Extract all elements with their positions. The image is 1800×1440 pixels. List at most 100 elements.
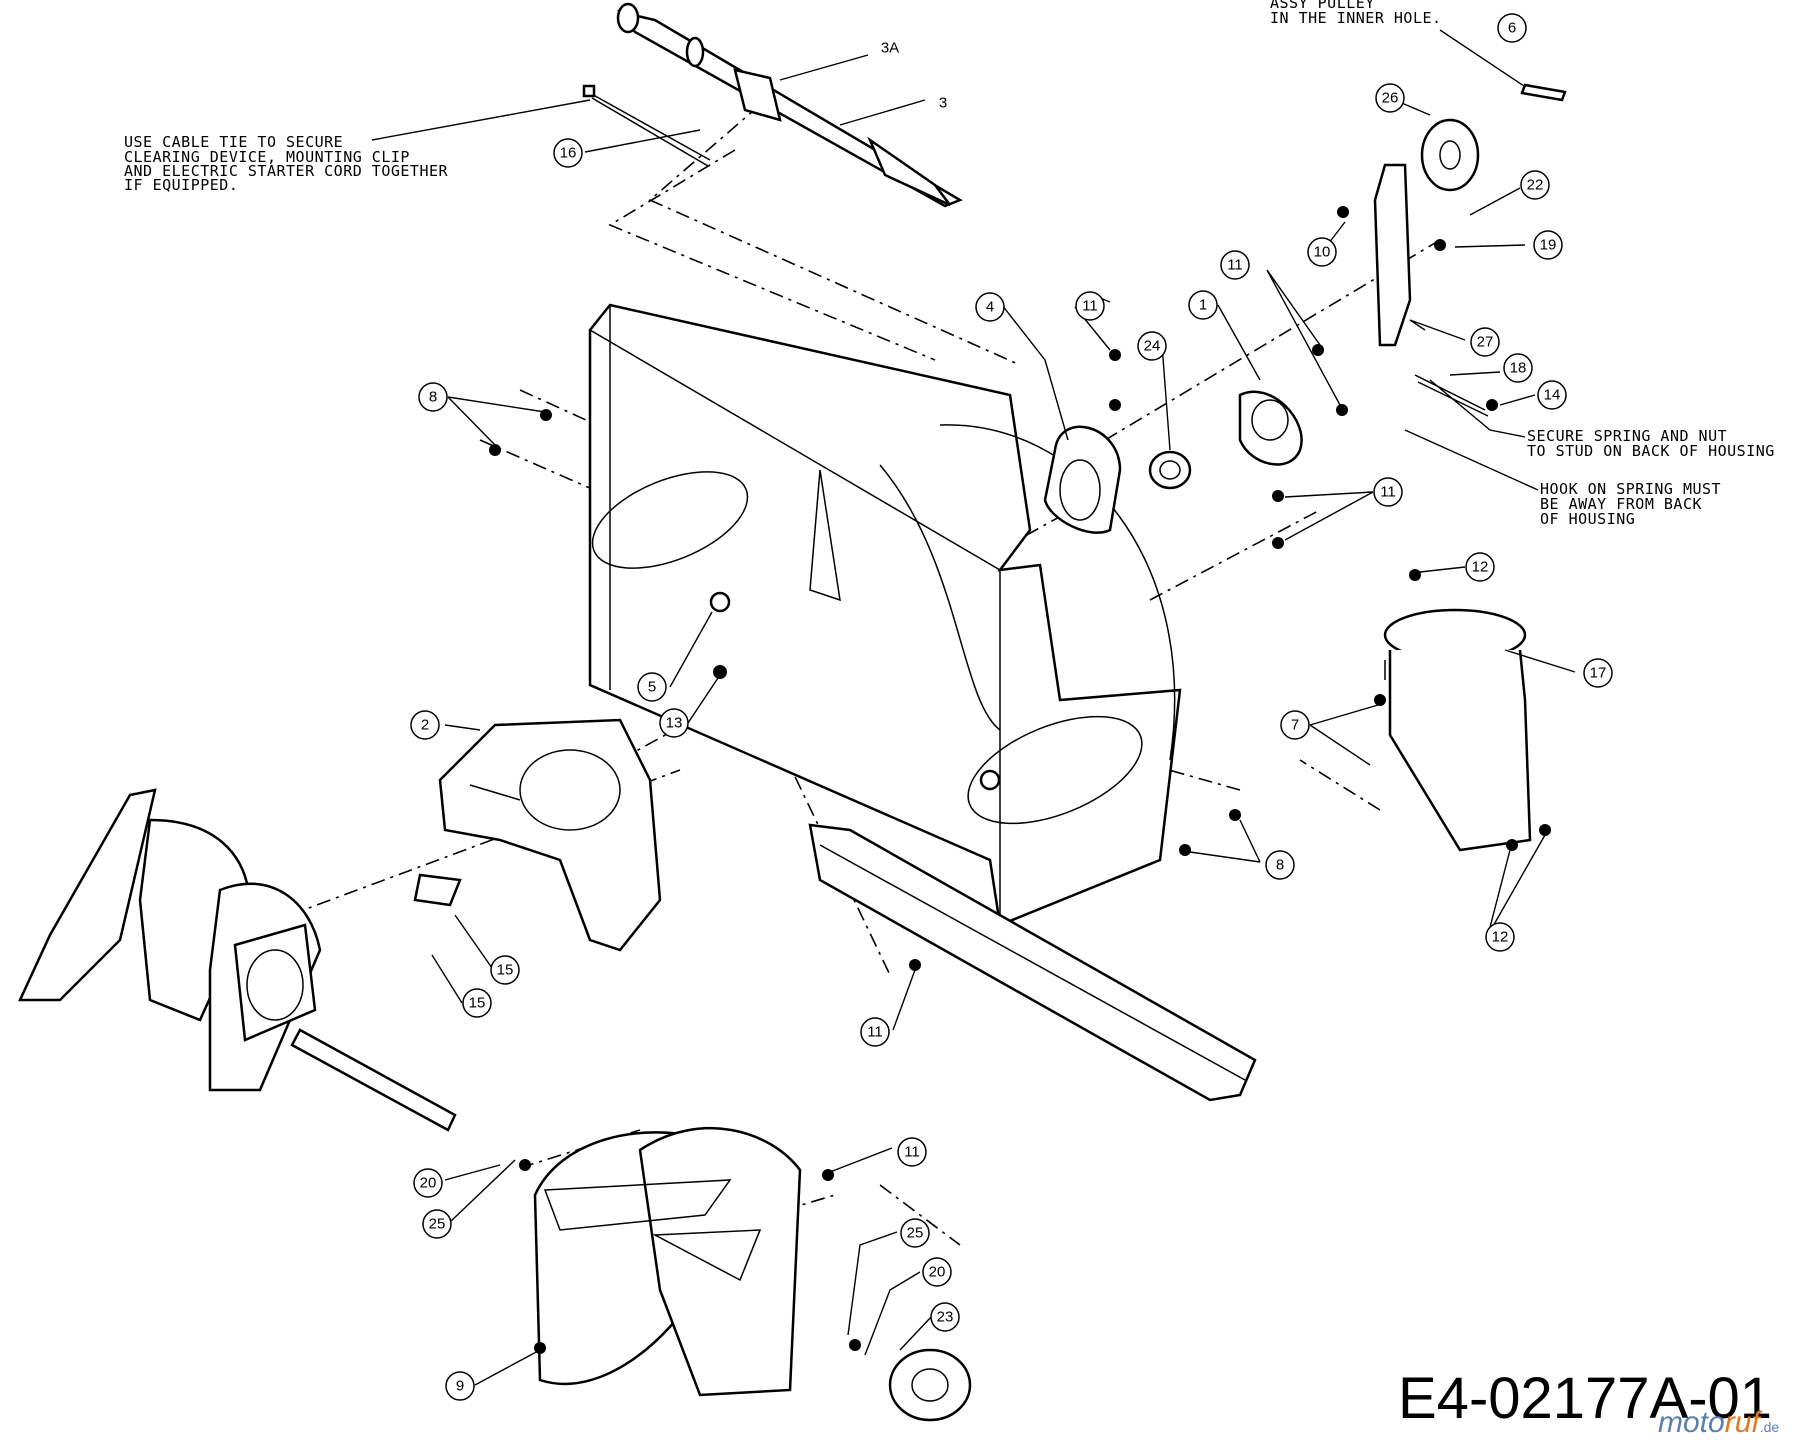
svg-text:12: 12	[1472, 559, 1489, 576]
svg-text:23: 23	[937, 1309, 954, 1326]
callout-7: 7	[1280, 710, 1310, 740]
svg-text:8: 8	[1276, 857, 1284, 874]
callout-3a: 3A	[881, 40, 899, 57]
clearing-tool	[616, 2, 963, 208]
cable-tie	[582, 84, 711, 167]
svg-text:16: 16	[560, 145, 577, 162]
svg-text:3A: 3A	[881, 40, 899, 57]
svg-text:SECURE SPRING AND NUT: SECURE SPRING AND NUT	[1527, 427, 1727, 445]
svg-text:11: 11	[1380, 484, 1396, 501]
svg-text:10: 10	[1314, 244, 1331, 261]
pulley-bracket	[1373, 118, 1480, 347]
callout-16: 16	[553, 138, 583, 168]
callout-12a: 12	[1465, 552, 1495, 582]
leader-lines	[431, 54, 1576, 1386]
callout-14: 14	[1537, 380, 1567, 410]
callout-20b: 20	[922, 1257, 952, 1287]
svg-text:CLEARING DEVICE, MOUNTING CLIP: CLEARING DEVICE, MOUNTING CLIP	[124, 148, 410, 166]
svg-text:OF HOUSING: OF HOUSING	[1540, 510, 1635, 528]
callout-9: 9	[445, 1371, 475, 1401]
callout-25a: 25	[422, 1209, 452, 1239]
auger-housing	[588, 303, 1182, 927]
scraper-bar	[808, 823, 1257, 1102]
gear-cap	[888, 1348, 972, 1422]
callout-6: 6	[1497, 13, 1527, 43]
callout-8a: 8	[418, 382, 448, 412]
svg-text:2: 2	[421, 717, 429, 734]
callout-11a: 11	[1075, 291, 1105, 321]
callout-25b: 25	[900, 1218, 930, 1248]
bearing-housing-4	[1043, 425, 1122, 534]
callout-10: 10	[1307, 237, 1337, 267]
auger-shaft	[290, 873, 462, 1132]
svg-text:18: 18	[1510, 360, 1527, 377]
note-cable-tie: USE CABLE TIE TO SECURE CLEARING DEVICE,…	[124, 99, 591, 194]
svg-text:IN THE INNER HOLE.: IN THE INNER HOLE.	[1270, 9, 1442, 27]
svg-text:20: 20	[929, 1264, 946, 1281]
callout-18: 18	[1503, 353, 1533, 383]
callout-11c: 11	[1373, 477, 1403, 507]
callout-2: 2	[410, 710, 440, 740]
diagram-code: E4-02177A-01	[1398, 1366, 1772, 1431]
callout-19: 19	[1533, 230, 1563, 260]
svg-text:17: 17	[1590, 665, 1607, 682]
note-spring-nut: SECURE SPRING AND NUT TO STUD ON BACK OF…	[1429, 379, 1774, 460]
callout-26: 26	[1375, 83, 1405, 113]
svg-text:4: 4	[986, 299, 994, 316]
callout-11d: 11	[860, 1017, 890, 1047]
svg-text:14: 14	[1544, 387, 1561, 404]
svg-text:26: 26	[1382, 90, 1399, 107]
pin-6	[1520, 83, 1567, 102]
callout-17: 17	[1583, 658, 1613, 688]
svg-text:USE CABLE TIE TO SECURE: USE CABLE TIE TO SECURE	[124, 133, 343, 151]
svg-text:11: 11	[904, 1144, 920, 1161]
watermark-logo: motoruf.de	[1658, 1406, 1779, 1439]
callout-15a: 15	[490, 955, 520, 985]
svg-text:11: 11	[1227, 257, 1243, 274]
callout-20a: 20	[413, 1168, 443, 1198]
svg-text:IF EQUIPPED.: IF EQUIPPED.	[124, 176, 238, 194]
svg-text:motoruf.de: motoruf.de	[1658, 1406, 1779, 1439]
svg-text:AND ELECTRIC STARTER CORD TOGE: AND ELECTRIC STARTER CORD TOGETHER	[124, 162, 449, 180]
svg-text:9: 9	[456, 1378, 464, 1395]
svg-text:24: 24	[1144, 338, 1161, 355]
callout-15b: 15	[462, 988, 492, 1018]
auger-right	[533, 1127, 802, 1397]
discharge-chute	[1383, 608, 1532, 852]
flange-1	[1238, 390, 1303, 466]
bearing-24	[1148, 450, 1192, 490]
callout-13: 13	[659, 708, 689, 738]
svg-text:12: 12	[1492, 929, 1509, 946]
svg-text:11: 11	[867, 1024, 883, 1041]
svg-text:3: 3	[939, 95, 947, 112]
note-hook-spring: HOOK ON SPRING MUST BE AWAY FROM BACK OF…	[1404, 429, 1721, 528]
svg-text:25: 25	[907, 1225, 924, 1242]
svg-text:15: 15	[497, 962, 514, 979]
svg-text:ASSY PULLEY: ASSY PULLEY	[1270, 0, 1375, 12]
svg-text:1: 1	[1199, 297, 1207, 314]
impeller	[438, 718, 662, 952]
svg-text:22: 22	[1527, 177, 1544, 194]
svg-text:20: 20	[420, 1175, 437, 1192]
spring-18	[1414, 374, 1486, 411]
callout-24: 24	[1137, 331, 1167, 361]
callout-8b: 8	[1265, 850, 1295, 880]
callout-3: 3	[939, 95, 947, 112]
callout-1: 1	[1188, 290, 1218, 320]
hardware-nuts	[489, 206, 1551, 1354]
svg-text:5: 5	[648, 679, 656, 696]
callout-5: 5	[637, 672, 667, 702]
callout-11e: 11	[897, 1137, 927, 1167]
svg-text:11: 11	[1082, 298, 1098, 315]
svg-text:HOOK ON SPRING MUST: HOOK ON SPRING MUST	[1540, 480, 1721, 498]
callout-12b: 12	[1485, 922, 1515, 952]
svg-text:25: 25	[429, 1216, 446, 1233]
callout-11b: 11	[1220, 250, 1250, 280]
svg-text:19: 19	[1540, 237, 1557, 254]
callout-22: 22	[1520, 170, 1550, 200]
svg-text:13: 13	[666, 715, 683, 732]
svg-text:BE AWAY FROM BACK: BE AWAY FROM BACK	[1540, 495, 1702, 513]
svg-text:8: 8	[429, 389, 437, 406]
svg-text:6: 6	[1508, 20, 1516, 37]
